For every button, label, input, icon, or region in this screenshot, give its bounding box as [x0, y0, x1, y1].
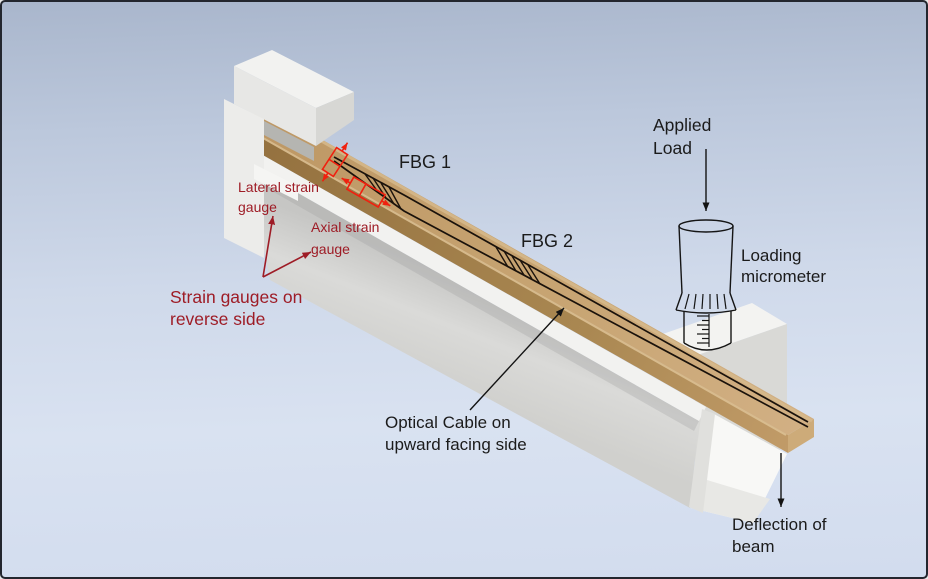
applied-load-label-line2: Load	[653, 138, 692, 158]
clamp-column-face	[224, 99, 264, 258]
applied-load-label-line1: Applied	[653, 115, 712, 135]
micrometer-top-ellipse	[678, 219, 734, 233]
axial-strain-gauge-label: Axial strain gauge	[311, 216, 379, 260]
support-end-cut-face	[689, 409, 715, 513]
axial-strain-gauge-symbol	[341, 175, 391, 209]
fbg1-label: FBG 1	[399, 152, 451, 173]
fbg2-label-text: FBG 2	[521, 231, 574, 251]
optical-cable-lines	[333, 156, 809, 428]
optical-cable-label: Optical Cable on upward facing side	[385, 412, 527, 456]
lateral-strain-gauge-label-line2: gauge	[238, 199, 277, 215]
lateral-strain-gauge-symbol	[321, 142, 349, 182]
optical-cable-upper-line	[333, 156, 809, 423]
clamp-lower-jaw	[254, 164, 298, 201]
optical-cable-label-line1: Optical Cable on	[385, 413, 511, 432]
deflection-of-beam-label-line2: beam	[732, 537, 775, 556]
fbg1-label-text: FBG 1	[399, 152, 452, 172]
loading-micrometer-label: Loading micrometer	[741, 245, 826, 287]
clamp-arm-front-face	[234, 66, 316, 146]
fbg2-grating-hatch	[495, 246, 541, 285]
beam-side-face	[254, 132, 788, 453]
support-shadow-under-beam	[242, 164, 699, 431]
strain-gauge-pointer-arrow-left	[262, 215, 276, 278]
beam-support-channel	[242, 150, 787, 523]
applied-load-label: Applied Load	[653, 114, 711, 160]
deflection-of-beam-label-line1: Deflection of	[732, 515, 827, 534]
micrometer-vernier-scale	[697, 314, 710, 347]
deflection-of-beam-label: Deflection of beam	[732, 514, 827, 558]
micrometer-knurl-ticks	[684, 293, 727, 310]
clamp-gap-shadow	[264, 121, 314, 161]
support-ledge-strip	[247, 150, 706, 421]
strain-gauges-reverse-label-line2: reverse side	[170, 309, 266, 329]
support-end-floor	[691, 480, 770, 523]
strain-gauge-pointer-arrow-right	[262, 251, 312, 278]
loading-micrometer-drawing	[675, 219, 737, 351]
micrometer-thimble-bottom	[683, 342, 732, 351]
optical-cable-label-line2: upward facing side	[385, 435, 527, 454]
annotation-arrows	[262, 149, 785, 507]
clamp-arm-end-face	[316, 92, 354, 146]
strain-gauges-reverse-label-line1: Strain gauges on	[170, 287, 303, 307]
beam-far-chamfer	[301, 128, 813, 423]
fbg2-label: FBG 2	[521, 231, 573, 252]
optical-cable-lower-line	[333, 160, 809, 428]
strain-gauges-reverse-label: Strain gauges on reverse side	[170, 286, 302, 330]
clamp-arm-top-face	[234, 50, 354, 108]
lateral-strain-gauge-label-line1: Lateral strain	[238, 179, 319, 195]
axial-strain-gauge-label-line1: Axial strain	[311, 219, 380, 235]
axial-strain-gauge-label-line2: gauge	[311, 241, 350, 257]
lateral-strain-gauge-label: Lateral strain gauge	[238, 177, 319, 217]
block-top-face	[660, 303, 787, 356]
fixed-end-clamp	[224, 50, 354, 258]
optical-cable-arrow	[469, 307, 565, 411]
loading-micrometer-label-line2: micrometer	[741, 267, 827, 286]
micrometer-thimble-top	[675, 309, 737, 314]
loading-micrometer-label-line1: Loading	[741, 246, 802, 265]
support-side-face	[247, 164, 699, 508]
